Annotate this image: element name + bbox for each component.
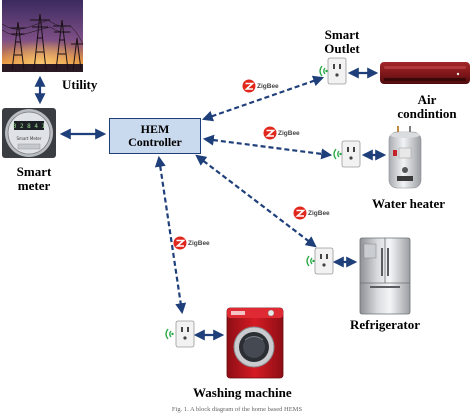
air-conditioner-label-line1: Air: [417, 92, 437, 107]
wifi-signal-icon: [306, 255, 315, 267]
zigbee-logo-icon: ZigBee: [173, 236, 210, 250]
zigbee-label: ZigBee: [308, 210, 330, 217]
smart-outlet-label: Smart Outlet: [312, 28, 372, 55]
air-conditioner-icon: [380, 62, 470, 84]
refrigerator-label: Refrigerator: [350, 317, 421, 332]
utility-label: Utility: [62, 77, 98, 92]
electric-meter-icon: 0 2 8 4 1 Smart Meter: [2, 108, 56, 158]
smart-meter-label: Smart meter: [8, 165, 60, 192]
smart-plug-icon: [327, 57, 347, 85]
smart-outlet-label-line1: Smart: [324, 27, 360, 42]
wifi-signal-icon: [165, 328, 174, 340]
zigbee-logo-icon: ZigBee: [293, 206, 330, 220]
smart-plug-icon: [341, 140, 361, 168]
washing-machine-icon: [226, 307, 284, 379]
air-conditioner-label-line2: condintion: [397, 105, 457, 121]
wifi-signal-icon: [333, 148, 342, 160]
figure-caption: Fig. 1. A block diagram of the home base…: [171, 406, 303, 413]
zigbee-label: ZigBee: [188, 240, 210, 247]
zigbee-label: ZigBee: [278, 130, 300, 137]
wifi-signal-icon: [319, 65, 328, 77]
power-tower-icon: [1, 0, 84, 72]
smart-meter-label-line1: Smart: [16, 164, 52, 179]
hem-controller-box: HEM Controller: [109, 118, 201, 154]
washing-machine-label: Washing machine: [193, 385, 292, 400]
svg-text:0 2 8 4 1: 0 2 8 4 1: [13, 123, 46, 130]
smart-plug-icon: [175, 320, 195, 348]
zigbee-logo-icon: ZigBee: [242, 79, 279, 93]
refrigerator-icon: [359, 237, 411, 315]
smart-plug-icon: [314, 247, 334, 275]
wired-links: [34, 67, 387, 341]
link-hem-fridge-outlet: [195, 154, 317, 248]
link-hem-heater-outlet: [202, 134, 333, 160]
air-conditioner-label: Air condintion: [392, 93, 462, 120]
wireless-links: [154, 75, 333, 315]
link-hem-ac-outlet: [201, 75, 325, 122]
link-hem-washer-outlet: [154, 155, 187, 315]
hem-controller-label-line1: HEM: [140, 121, 170, 136]
zigbee-logo-icon: ZigBee: [263, 126, 300, 140]
hem-controller-label-line2: Controller: [128, 135, 182, 149]
water-heater-label: Water heater: [372, 196, 446, 211]
zigbee-label: ZigBee: [257, 83, 279, 90]
smart-meter-label-line2: meter: [17, 177, 51, 193]
water-heater-icon: [388, 126, 422, 189]
meter-face-text: Smart Meter: [17, 136, 42, 141]
smart-outlet-label-line2: Outlet: [324, 40, 360, 56]
